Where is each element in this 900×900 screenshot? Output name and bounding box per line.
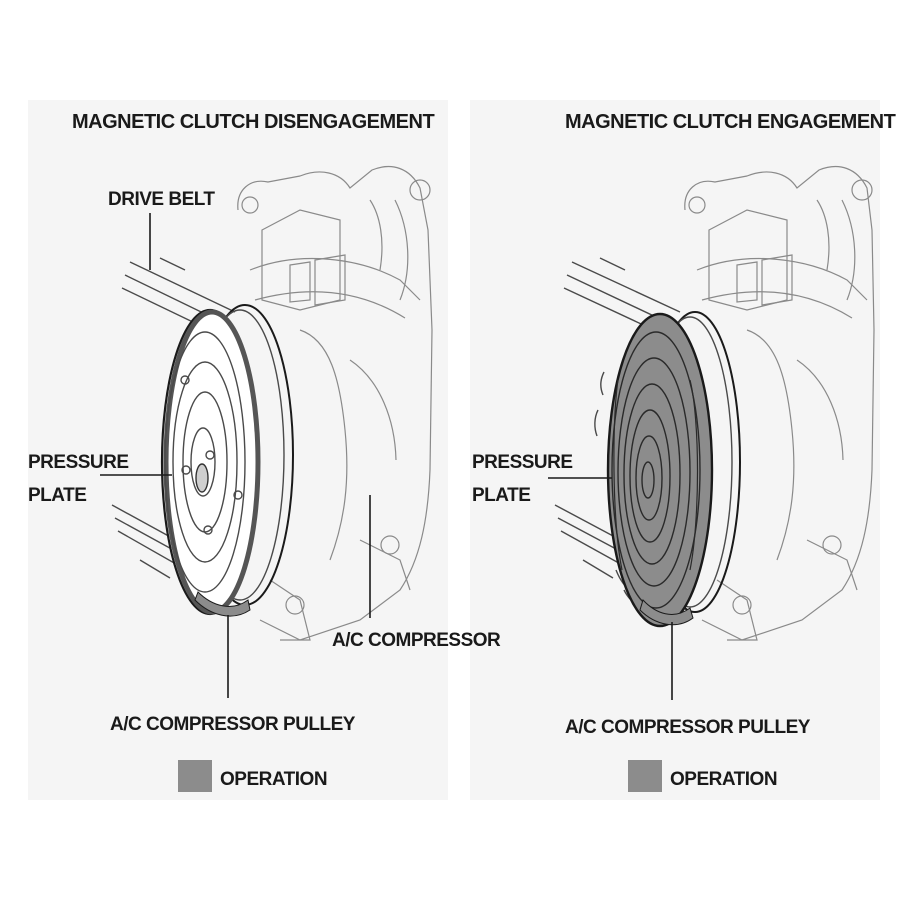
right-operation-band	[639, 599, 694, 626]
left-pressure-label-1: PRESSURE	[28, 452, 129, 473]
right-pressure-label-2: PLATE	[472, 485, 530, 506]
right-legend-swatch	[628, 760, 662, 792]
right-pressure-label-1: PRESSURE	[472, 452, 573, 473]
left-title: MAGNETIC CLUTCH DISENGAGEMENT	[72, 111, 434, 133]
right-panel: MAGNETIC CLUTCH ENGAGEMENT	[472, 111, 896, 792]
left-pressure-plate	[160, 308, 261, 616]
left-panel: MAGNETIC CLUTCH DISENGAGEMENT	[28, 111, 502, 792]
right-compressor-body	[684, 166, 875, 641]
right-pressure-plate	[606, 312, 714, 628]
left-drive-belt-label: DRIVE BELT	[108, 189, 215, 210]
right-legend-label: OPERATION	[670, 769, 777, 790]
left-pressure-label-2: PLATE	[28, 485, 86, 506]
left-pulley-label: A/C COMPRESSOR PULLEY	[110, 714, 356, 735]
right-pulley-label: A/C COMPRESSOR PULLEY	[565, 717, 811, 738]
left-legend-swatch	[178, 760, 212, 792]
left-compressor-label: A/C COMPRESSOR	[332, 630, 501, 651]
left-compressor-body	[237, 166, 433, 641]
left-operation-band	[194, 591, 251, 617]
left-legend-label: OPERATION	[220, 769, 327, 790]
right-title: MAGNETIC CLUTCH ENGAGEMENT	[565, 111, 896, 133]
